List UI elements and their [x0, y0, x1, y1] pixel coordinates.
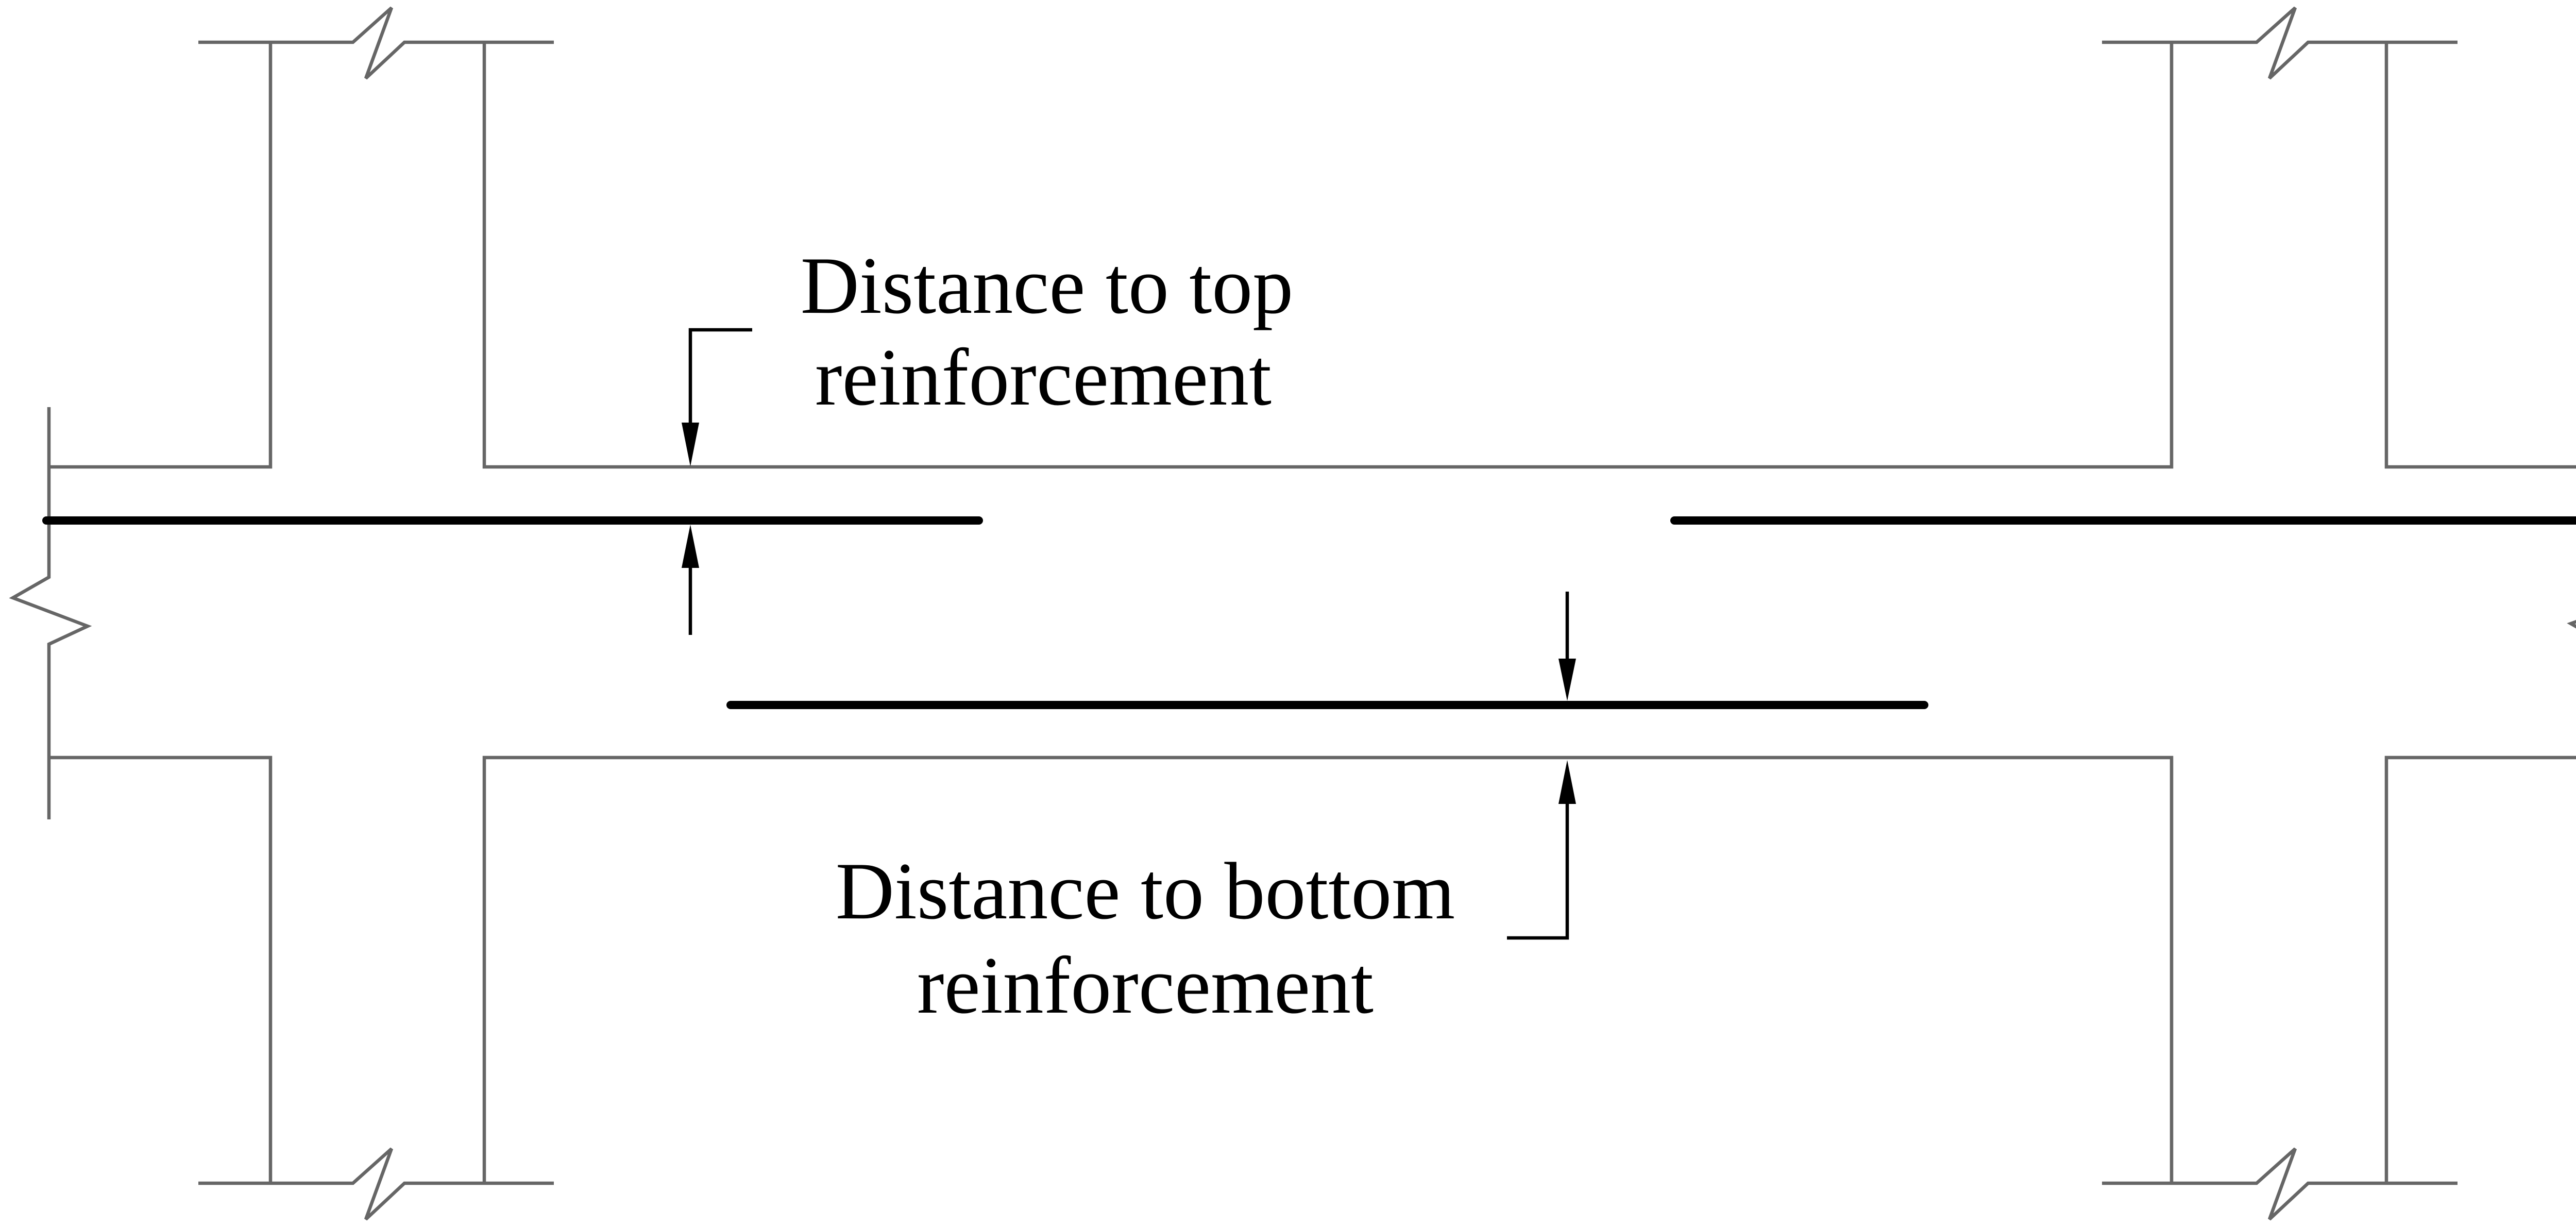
- labels: Distance to top reinforcement Distance t…: [801, 241, 1455, 1031]
- column-top-right-break: [2102, 6, 2458, 80]
- top-dimension-leader: [688, 328, 752, 443]
- slab-bottom-left-segment: [49, 755, 273, 1183]
- top-dimension-arrow-up: [682, 525, 699, 568]
- column-top-left-break: [198, 6, 554, 80]
- slab-bottom-middle-segment: [482, 755, 2174, 1183]
- top-distance-dimension: [682, 328, 752, 635]
- bottom-label-line2: reinforcement: [917, 941, 1374, 1031]
- bottom-dimension-leader: [1507, 783, 1569, 940]
- top-label-line1: Distance to top: [801, 241, 1294, 331]
- slab-left-break-edge: [9, 407, 92, 819]
- column-bottom-left-break: [198, 1147, 554, 1221]
- slab-top-right-segment: [2384, 42, 2576, 469]
- slab-top-middle-segment: [482, 42, 2174, 469]
- bottom-label-line1: Distance to bottom: [836, 846, 1455, 936]
- column-bottom-right-break: [2102, 1147, 2458, 1221]
- bottom-dimension-arrow-up: [1558, 760, 1576, 804]
- slab-bottom-right-segment: [2384, 755, 2576, 1183]
- reinforcement: [42, 516, 2576, 709]
- top-label-line2: reinforcement: [815, 332, 1272, 423]
- bottom-dimension-arrow-down: [1558, 659, 1576, 701]
- top-dimension-arrow-down: [682, 423, 699, 466]
- concrete-outline: [9, 6, 2576, 1221]
- bottom-distance-dimension: [1507, 592, 1576, 940]
- slab-top-left-segment: [49, 42, 273, 469]
